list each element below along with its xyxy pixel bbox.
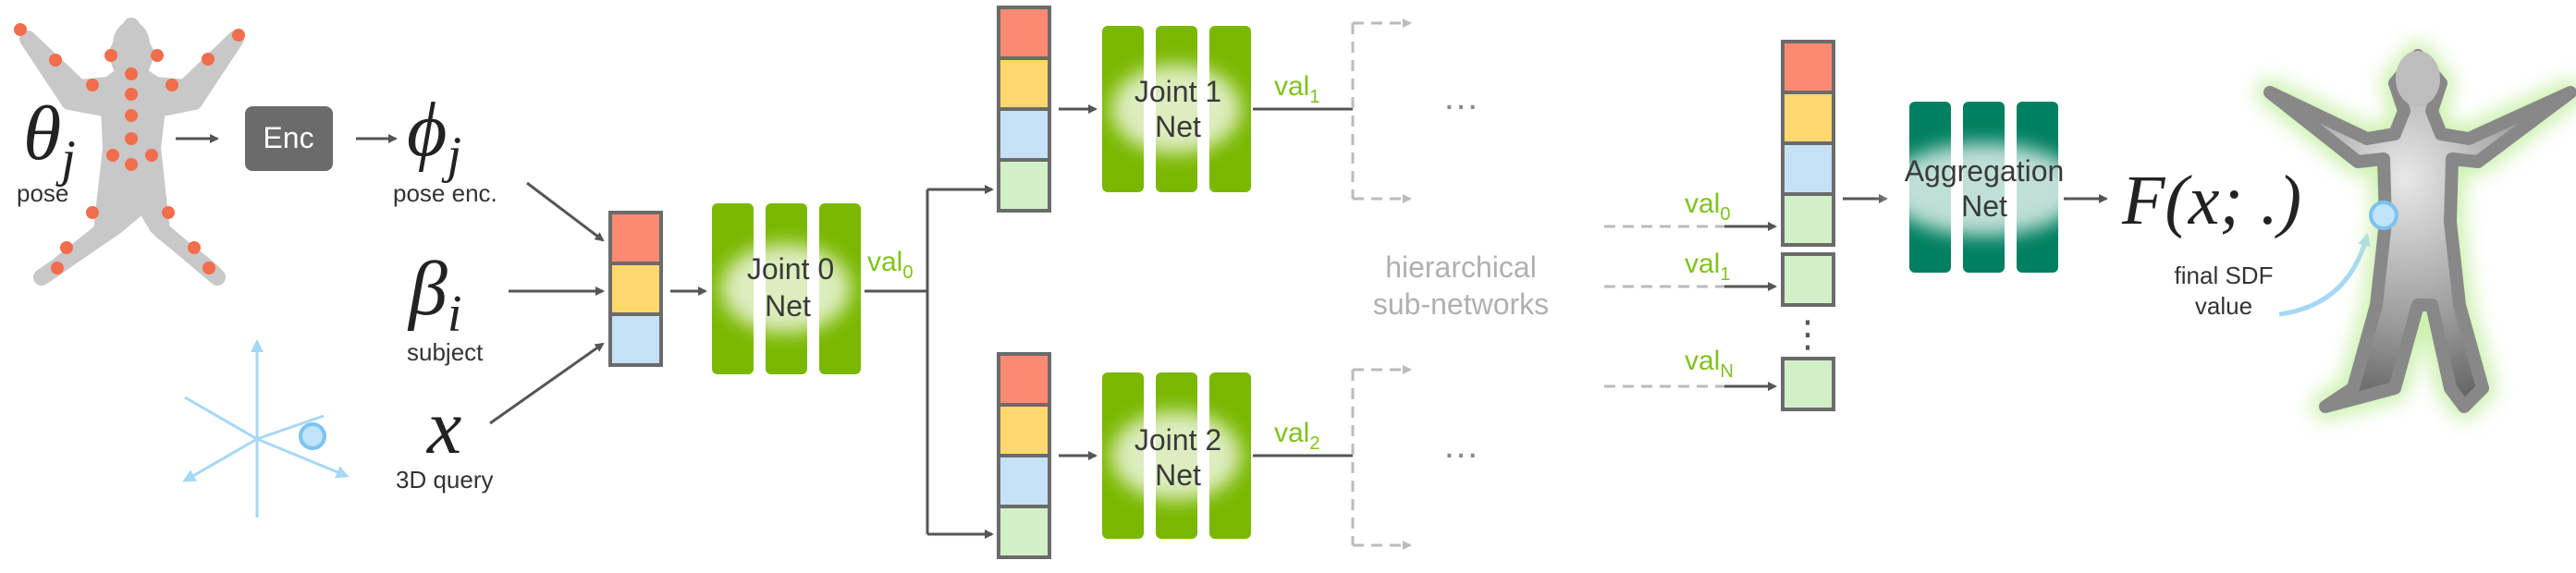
agg-val0-subscript: 0 bbox=[1720, 204, 1730, 225]
joint1-label-line1: Joint 1 bbox=[1135, 75, 1221, 108]
svg-text:valN: valN bbox=[1685, 346, 1734, 382]
agg-val1-subscript: 1 bbox=[1720, 264, 1730, 285]
surface-query-point bbox=[2369, 201, 2398, 230]
x-symbol: x bbox=[425, 384, 461, 470]
final-value-pointer bbox=[2278, 233, 2371, 317]
3d-axes-icon bbox=[182, 339, 350, 518]
encoder-label: Enc bbox=[263, 121, 313, 154]
joint2-label-line1: Joint 2 bbox=[1135, 423, 1221, 457]
agg-val1-text: val bbox=[1685, 249, 1720, 279]
ellipsis-top: … bbox=[1442, 77, 1479, 117]
svg-text:val2: val2 bbox=[1274, 418, 1319, 454]
aggregation-feature-vector bbox=[1781, 40, 1835, 411]
pose-label: pose bbox=[17, 179, 68, 207]
svg-text:θj: θj bbox=[23, 91, 76, 188]
agg-valN-subscript: N bbox=[1720, 361, 1733, 382]
val1-top-text: val bbox=[1274, 71, 1309, 102]
theta-symbol: θ bbox=[23, 91, 61, 177]
joint1-label-line2: Net bbox=[1155, 110, 1201, 143]
human-mesh bbox=[2256, 42, 2576, 421]
theta-subscript: j bbox=[55, 130, 76, 188]
encoder-box bbox=[245, 106, 333, 171]
joint-dots bbox=[14, 23, 245, 274]
svg-text:ϕj: ϕj bbox=[407, 87, 461, 184]
joint1-feature-vector bbox=[997, 6, 1051, 213]
concat-feature-vector bbox=[608, 211, 663, 367]
svg-text:val1: val1 bbox=[1685, 249, 1730, 285]
svg-text:βi: βi bbox=[407, 246, 461, 343]
hierarchy-label-line2: sub-networks bbox=[1373, 287, 1549, 321]
val2-subscript: 2 bbox=[1309, 433, 1319, 454]
beta-subscript: i bbox=[448, 286, 462, 343]
phi-symbol: ϕ bbox=[407, 87, 447, 173]
query-point bbox=[299, 422, 326, 450]
final-label-line2: value bbox=[2195, 292, 2252, 320]
svg-text:val0: val0 bbox=[867, 247, 913, 283]
val0-subscript: 0 bbox=[902, 262, 913, 283]
val0-text: val bbox=[867, 247, 902, 277]
subject-label: subject bbox=[407, 338, 484, 366]
svg-text:val1: val1 bbox=[1274, 71, 1319, 107]
aggregation-label-line2: Net bbox=[1961, 189, 2007, 223]
query-label: 3D query bbox=[396, 466, 494, 494]
agg-val0-text: val bbox=[1685, 189, 1720, 219]
vertical-ellipsis: ⋮ bbox=[1789, 314, 1826, 355]
final-label-line1: final SDF bbox=[2175, 262, 2274, 289]
val1-top-subscript: 1 bbox=[1309, 87, 1319, 107]
pose-enc-label: pose enc. bbox=[393, 179, 497, 207]
joint0-label-line2: Net bbox=[765, 289, 811, 323]
beta-symbol: β bbox=[407, 246, 448, 332]
svg-text:val0: val0 bbox=[1685, 189, 1730, 225]
phi-subscript: j bbox=[441, 127, 461, 184]
pose-figure bbox=[14, 18, 245, 286]
ellipsis-bottom: … bbox=[1442, 425, 1479, 466]
agg-valN-text: val bbox=[1685, 346, 1720, 376]
joint0-label-line1: Joint 0 bbox=[747, 252, 834, 286]
hierarchy-label-line1: hierarchical bbox=[1385, 250, 1537, 284]
joint2-label-line2: Net bbox=[1155, 458, 1201, 492]
aggregation-label-line1: Aggregation bbox=[1905, 154, 2065, 188]
joint2-feature-vector bbox=[997, 352, 1051, 559]
output-expression: F(x; .) bbox=[2121, 162, 2301, 239]
val2-text: val bbox=[1274, 418, 1309, 448]
